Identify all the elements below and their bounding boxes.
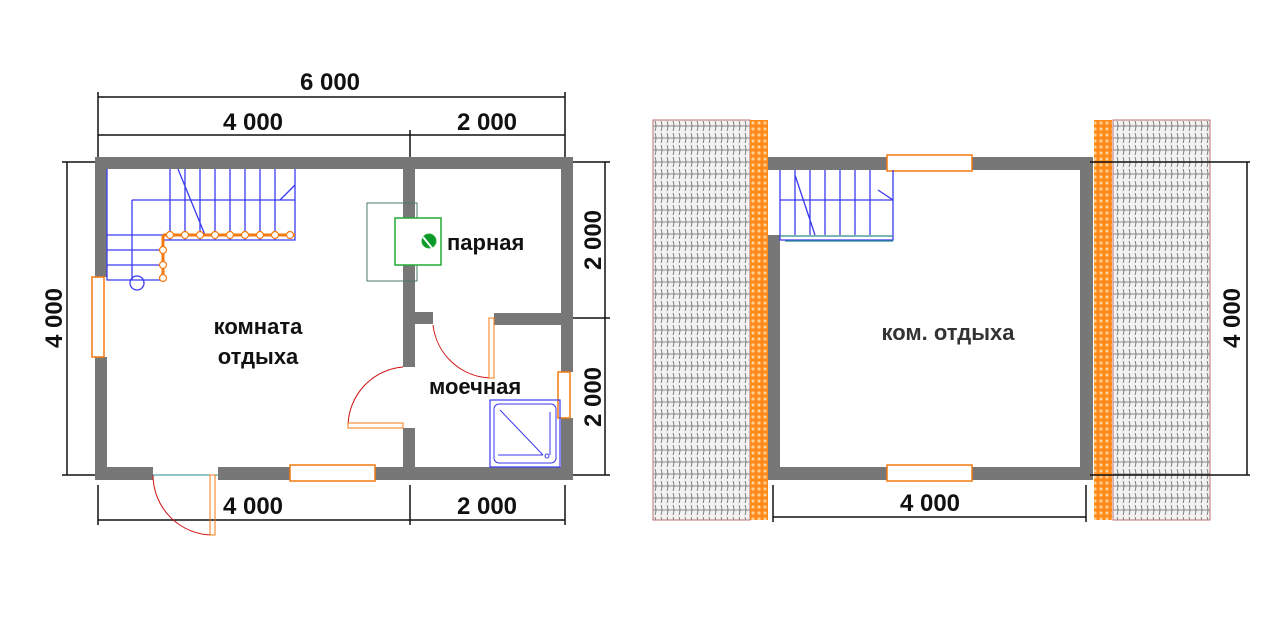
attic-dim-height: 4 000 [1219,288,1246,348]
attic-window-top [886,154,973,172]
window-right [557,371,571,419]
ground-floor-plan: 6 000 4 000 2 000 4 000 2 000 4 000 2 00… [41,69,610,536]
roof-right [1112,119,1211,521]
attic-stairs [779,170,894,242]
attic-walls [768,157,1093,480]
dimension-lines [62,92,610,525]
shower-tray [489,399,561,468]
stairs [106,168,296,291]
attic-dim-width: 4 000 [900,490,960,517]
attic-floor-plan: ком. отдыха 4 000 4 000 [652,119,1250,522]
room-lounge-line1: комната [214,314,303,339]
insulation-right [1094,120,1112,520]
dim-top-right: 2 000 [457,109,517,136]
window-bottom [289,464,376,482]
insulation-left [750,120,768,520]
room-lounge-line2: отдыха [218,344,299,369]
doors [152,317,495,536]
dim-top-left: 4 000 [223,109,283,136]
attic-dim-height-line [1090,161,1250,476]
dim-right-lower: 2 000 [580,367,607,427]
room-wash-room: моечная [429,374,521,399]
stove [366,202,442,282]
dim-bottom-left: 4 000 [223,493,283,520]
attic-window-bottom [886,464,973,482]
dim-right-upper: 2 000 [580,210,607,270]
walls [95,157,573,480]
window-left [91,276,105,358]
dim-total-width: 6 000 [300,69,360,96]
room-attic-lounge: ком. отдыха [882,320,1016,345]
stove-icon [421,233,437,249]
roof-left [652,119,751,521]
room-steam-room: парная [447,230,524,255]
dim-bottom-right: 2 000 [457,493,517,520]
dim-left-height: 4 000 [41,288,68,348]
attic-dim-width-line [772,485,1087,522]
